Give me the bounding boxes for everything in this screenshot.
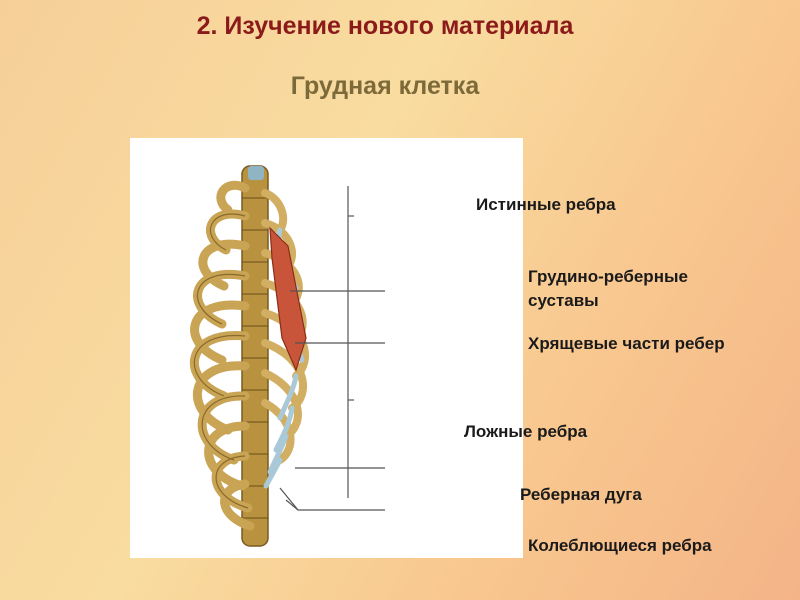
label-costal-cartilage: Хрящевые части ребер bbox=[528, 332, 728, 356]
label-costal-cartilage-text: Хрящевые части ребер bbox=[528, 334, 725, 353]
label-floating-ribs: Колеблющиеся ребра bbox=[528, 536, 712, 555]
label-false-ribs: Ложные ребра bbox=[464, 422, 588, 441]
rib-cage-illustration bbox=[190, 165, 385, 547]
slide-subtitle: Грудная клетка bbox=[290, 72, 480, 100]
pointer-lines bbox=[279, 186, 385, 511]
rib-outlines bbox=[193, 213, 249, 509]
label-costal-arch: Реберная дуга bbox=[520, 485, 642, 504]
slide-title: 2. Изучение нового материала bbox=[196, 12, 574, 40]
label-true-ribs: Истинные ребра bbox=[476, 195, 616, 214]
label-sternocostal-joints-text: Грудино-реберные суставы bbox=[528, 267, 688, 310]
rib-cage-figure bbox=[130, 138, 523, 558]
label-sternocostal-joints: Грудино-реберные суставы bbox=[528, 265, 748, 313]
sternum bbox=[269, 226, 307, 372]
